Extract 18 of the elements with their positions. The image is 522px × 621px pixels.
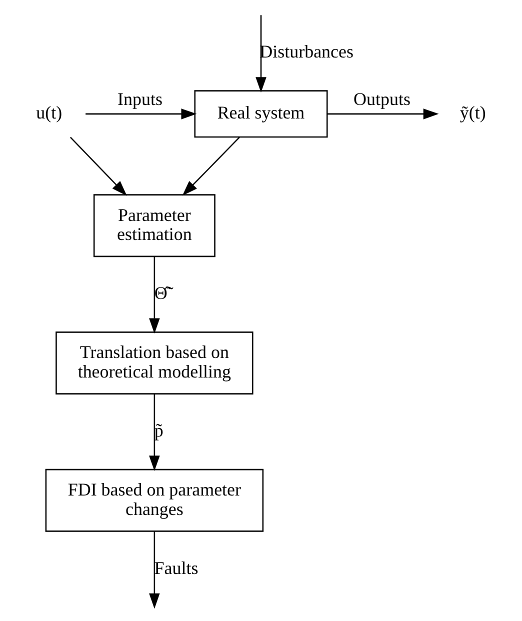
arrow [182, 136, 240, 196]
edge-label: p̃ [154, 420, 164, 440]
arrow [327, 108, 439, 119]
arrow [70, 136, 127, 196]
node-text: ỹ(t) [460, 102, 486, 122]
arrow [149, 256, 160, 334]
edge-label: Outputs [354, 88, 410, 109]
node-text: u(t) [36, 102, 62, 122]
node-box: Parameter estimation [93, 194, 216, 257]
arrow [256, 14, 266, 92]
node-box: Real system [194, 90, 328, 138]
node-box: FDI based on parameter changes [45, 468, 264, 532]
node-box: Translation based on theoretical modelling [56, 331, 254, 394]
edge-label: Inputs [118, 88, 162, 109]
arrow [149, 393, 160, 471]
edge-label: Faults [154, 557, 198, 578]
arrow [86, 108, 197, 119]
arrow [149, 531, 160, 608]
